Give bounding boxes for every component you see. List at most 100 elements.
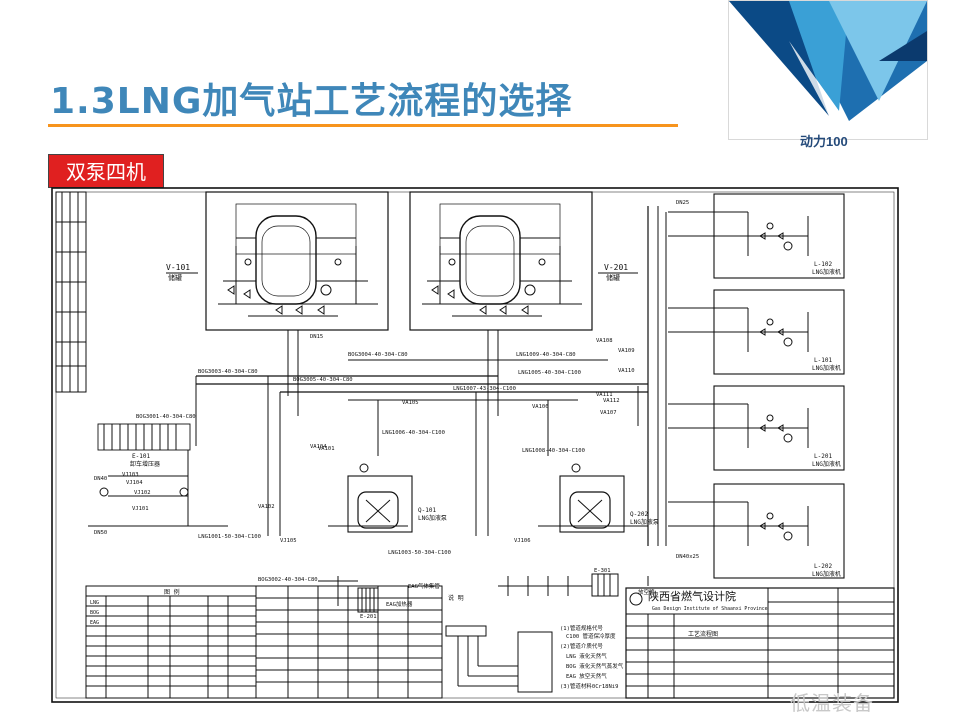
- dn-label: DN50: [94, 530, 107, 536]
- dispenser-id: L-201: [814, 453, 832, 460]
- pipe-label: LNG1009-40-304-C80: [516, 352, 576, 358]
- dispenser-id: L-101: [814, 357, 832, 364]
- legend-table: 图 例 LNG BOG EAG: [85, 585, 257, 699]
- dispenser-l101: L-101 LNG加液机: [668, 289, 845, 375]
- valve-label: VA107: [600, 410, 617, 416]
- valve-label: VA102: [258, 504, 275, 510]
- pipe-label: LNG1007-43-304-C100: [453, 386, 516, 392]
- tank-v101-sublabel: 储罐: [168, 273, 182, 282]
- valve-label: VA112: [603, 398, 620, 404]
- vaporizer-e301-sublabel: 放空管: [638, 588, 655, 596]
- valve-label: VJ101: [132, 506, 149, 512]
- dn-labels: DN50 DN40 DN25 DN40x25 DN15: [94, 200, 699, 560]
- note-line: C100 管道保冷厚度: [566, 632, 616, 640]
- dispenser-label: LNG加液机: [812, 570, 841, 578]
- valve-label: VA106: [532, 404, 549, 410]
- valve-label: VJ106: [514, 538, 531, 544]
- tank-v101-group: V-101 储罐: [166, 191, 389, 331]
- tank-v101-vessel: [255, 215, 317, 305]
- pipe-label: BOG3002-40-304-C80: [258, 577, 318, 583]
- tank-v201-vessel: [459, 215, 521, 305]
- pipe-labels: BOG3004-40-304-C80 BOG3003-40-304-C80 LN…: [136, 352, 585, 583]
- pipe-label: BOG3004-40-304-C80: [348, 352, 408, 358]
- dispenser-l102: L-102 LNG加液机: [668, 193, 845, 279]
- valve-label: VA109: [618, 348, 635, 354]
- logo-graphic: [729, 1, 927, 121]
- dispenser-feed-lines: [657, 206, 667, 546]
- dispenser-id: L-202: [814, 563, 832, 570]
- pump-q202-label: Q-202: [630, 511, 648, 518]
- pipe-label: LNG1001-50-304-C100: [198, 534, 261, 540]
- line-schedule: [255, 585, 443, 699]
- note-line: (2)管道介质代号: [560, 642, 603, 650]
- dispenser-label: LNG加液机: [812, 364, 841, 372]
- dn-label: DN40: [94, 476, 107, 482]
- vaporizer-e101-label: E-101: [132, 453, 150, 460]
- valve-label: VJ102: [134, 490, 151, 496]
- legend-code: BOG: [90, 610, 99, 616]
- dn-label: DN40x25: [676, 554, 699, 560]
- note-line: LNG 液化天然气: [566, 652, 607, 660]
- legend-code: LNG: [90, 600, 99, 606]
- title-block: 陕西省燃气设计院 Gas Design Institute of Shaanxi…: [625, 587, 895, 699]
- valve-label: VA110: [618, 368, 635, 374]
- dispenser-l202: L-202 LNG加液机: [668, 483, 845, 579]
- dispenser-l201: L-201 LNG加液机: [668, 385, 845, 471]
- institute-name-en: Gas Design Institute of Shaanxi Province: [652, 606, 768, 612]
- pump-q202-sublabel: LNG加液泵: [630, 518, 659, 526]
- tank-v201-label: V-201: [604, 263, 628, 272]
- notes-block: 说 明 (1)管道规格代号 C100 管道保冷厚度 (2)管道介质代号 LNG …: [445, 594, 624, 693]
- note-line: (1)管道规格代号: [560, 624, 603, 632]
- pipe-label: LNG1006-40-304-C100: [382, 430, 445, 436]
- valve-label: VJ105: [280, 538, 297, 544]
- pipe-label: LNG1005-40-304-C100: [518, 370, 581, 376]
- valve-label: VA108: [596, 338, 613, 344]
- legend-code: EAG: [90, 620, 99, 626]
- valve-label: VA104: [310, 444, 327, 450]
- dn-label: DN15: [310, 334, 323, 340]
- note-line: (3)管道材料0Cr18Ni9: [560, 682, 618, 690]
- vaporizer-e301-label: E-301: [594, 568, 611, 574]
- watermark-text: 低温装备: [790, 691, 874, 715]
- pump-q202: Q-202 LNG加液泵: [538, 463, 659, 533]
- vaporizer-e201-label: E-201: [360, 614, 377, 620]
- brand-logo: [728, 0, 928, 140]
- valve-label: VJ103: [122, 472, 139, 478]
- title-underline: [48, 124, 678, 127]
- pipe-label: BOG3001-40-304-C80: [136, 414, 196, 420]
- legend-header: 图 例: [164, 588, 180, 596]
- drawing-title: 工艺流程图: [688, 630, 718, 638]
- vaporizer-e201-sublabel: EAG加热器: [386, 600, 413, 608]
- institute-name: 陕西省燃气设计院: [648, 589, 736, 603]
- note-line: EAG 放空天然气: [566, 672, 607, 680]
- dn-label: DN25: [676, 200, 689, 206]
- valve-label: VA101: [318, 446, 335, 452]
- dispenser-label: LNG加液机: [812, 460, 841, 468]
- valve-label: VA111: [596, 392, 613, 398]
- pid-drawing: V-101 储罐 V-201 储罐: [51, 187, 899, 703]
- note-line: BOG 液化天然气蒸发气: [566, 662, 624, 670]
- section-tag: 双泵四机: [48, 154, 164, 188]
- dispenser-id: L-102: [814, 261, 832, 268]
- dispenser-label: LNG加液机: [812, 268, 841, 276]
- pump-q101: Q-101 LNG加液泵: [328, 463, 447, 533]
- pipe-label: BOG3005-40-304-C80: [293, 377, 353, 383]
- pipe-label: LNG1003-50-304-C100: [388, 550, 451, 556]
- valve-label: VJ104: [126, 480, 143, 486]
- slide-title: 1.3LNG加气站工艺流程的选择: [50, 81, 573, 122]
- pid-diagram: V-101 储罐 V-201 储罐: [48, 186, 908, 710]
- vaporizer-e101: E-101 卸车增压器: [88, 423, 228, 527]
- header-pipes: [195, 206, 649, 546]
- revision-strip: [55, 191, 87, 393]
- vaporizer-e301: E-301 放空管: [498, 568, 655, 597]
- valve-labels: VA101 VA102 VA104 VA105 VA106 VA107 VA10…: [122, 338, 635, 544]
- logo-text: 动力100: [800, 134, 848, 149]
- tank-v201-sublabel: 储罐: [606, 273, 620, 282]
- tank-v101-label: V-101: [166, 263, 190, 272]
- tank-v201-group: V-201 储罐: [409, 191, 638, 331]
- drawing-frame: [51, 187, 899, 703]
- pipe-label: LNG1008-40-304-C100: [522, 448, 585, 454]
- pump-q101-label: Q-101: [418, 507, 436, 514]
- vaporizer-e101-sublabel: 卸车增压器: [130, 460, 160, 468]
- pipe-label: BOG3003-40-304-C80: [198, 369, 258, 375]
